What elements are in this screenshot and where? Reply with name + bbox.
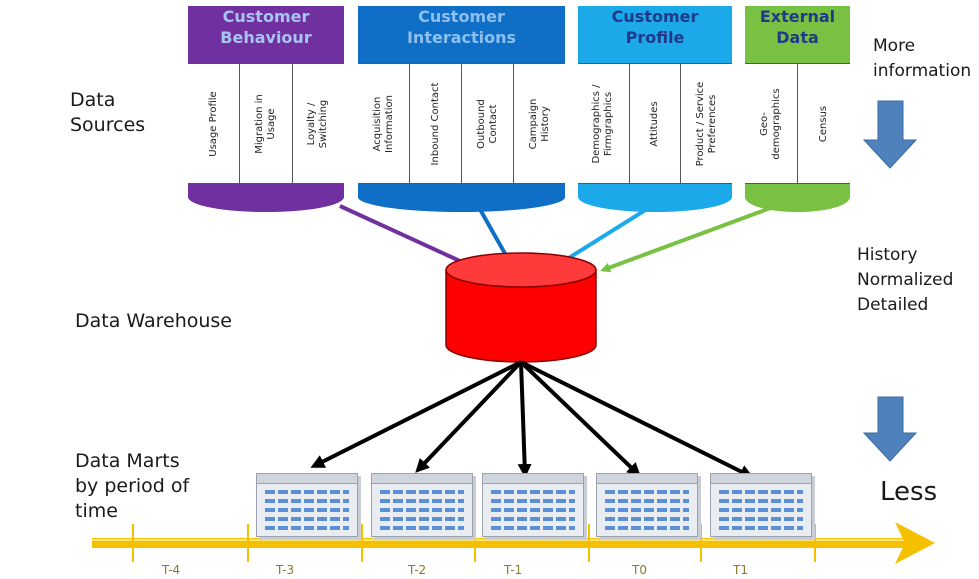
data-sources-label: Data Sources bbox=[70, 89, 146, 136]
arrow-down-more-icon bbox=[862, 100, 918, 169]
timeline-arrow bbox=[92, 522, 935, 564]
group-columns: Geo- demographics Census bbox=[745, 63, 850, 184]
data-mart-2 bbox=[371, 473, 473, 537]
data-mart-4 bbox=[596, 473, 698, 537]
data-mart-5 bbox=[710, 473, 812, 537]
column-product-service-preferences: Product / Service Preferences bbox=[694, 81, 718, 166]
timeline-label-t1: T1 bbox=[733, 563, 748, 577]
arrow-warehouse-to-mart-3 bbox=[517, 361, 532, 478]
column-usage-profile: Usage Profile bbox=[188, 64, 241, 183]
column-attitudes: Attitudes bbox=[630, 64, 682, 183]
column-census: Census bbox=[818, 105, 829, 142]
column-loyalty-switching: Loyalty / Switching bbox=[306, 99, 330, 148]
data-mart-3 bbox=[482, 473, 584, 537]
group-columns: Acquisition Information Inbound Contact … bbox=[358, 63, 565, 184]
warehouse-cylinder bbox=[445, 252, 597, 363]
column-campaign-history: Campaign History bbox=[527, 98, 551, 149]
arrow-behaviour-to-warehouse bbox=[339, 204, 476, 269]
column-acquisition-information: Acquisition Information bbox=[358, 64, 410, 183]
arrow-profile-to-warehouse bbox=[553, 202, 657, 268]
arrow-warehouse-to-mart-2 bbox=[415, 360, 523, 473]
arrow-external-to-warehouse bbox=[600, 198, 793, 273]
timeline-label-t-4: T-4 bbox=[162, 563, 181, 577]
data-mart-1 bbox=[256, 473, 358, 537]
group-columns: Demographics / Firmgraphics Attitudes Pr… bbox=[578, 63, 732, 184]
timeline-label-t-2: T-2 bbox=[408, 563, 427, 577]
data-marts-label: Data Marts by period of time bbox=[75, 450, 190, 522]
timeline-label-t-3: T-3 bbox=[276, 563, 295, 577]
more-information-label: More information bbox=[873, 36, 972, 81]
column-geo-demographics: Geo- demographics bbox=[745, 64, 798, 183]
timeline-label-t0: T0 bbox=[632, 563, 647, 577]
arrow-warehouse-to-mart-4 bbox=[519, 360, 641, 477]
group-columns: Usage Profile Migration in Usage Loyalty… bbox=[188, 63, 344, 184]
timeline-ticks bbox=[132, 524, 816, 562]
column-inbound-contact: Inbound Contact bbox=[410, 64, 462, 183]
data-warehouse-label: Data Warehouse bbox=[75, 310, 233, 332]
column-outbound-contact: Outbound Contact bbox=[462, 64, 514, 183]
less-label: Less bbox=[880, 477, 938, 507]
column-migration-in-usage: Migration in Usage bbox=[240, 64, 293, 183]
arrow-warehouse-to-mart-5 bbox=[520, 360, 754, 478]
column-demographics-firmgraphics: Demographics / Firmgraphics bbox=[578, 64, 630, 183]
timeline-label-t-1: T-1 bbox=[504, 563, 523, 577]
warehouse-traits-label: History Normalized Detailed bbox=[857, 245, 954, 315]
arrow-warehouse-to-mart-1 bbox=[310, 360, 522, 468]
arrow-down-less-icon bbox=[862, 396, 918, 462]
